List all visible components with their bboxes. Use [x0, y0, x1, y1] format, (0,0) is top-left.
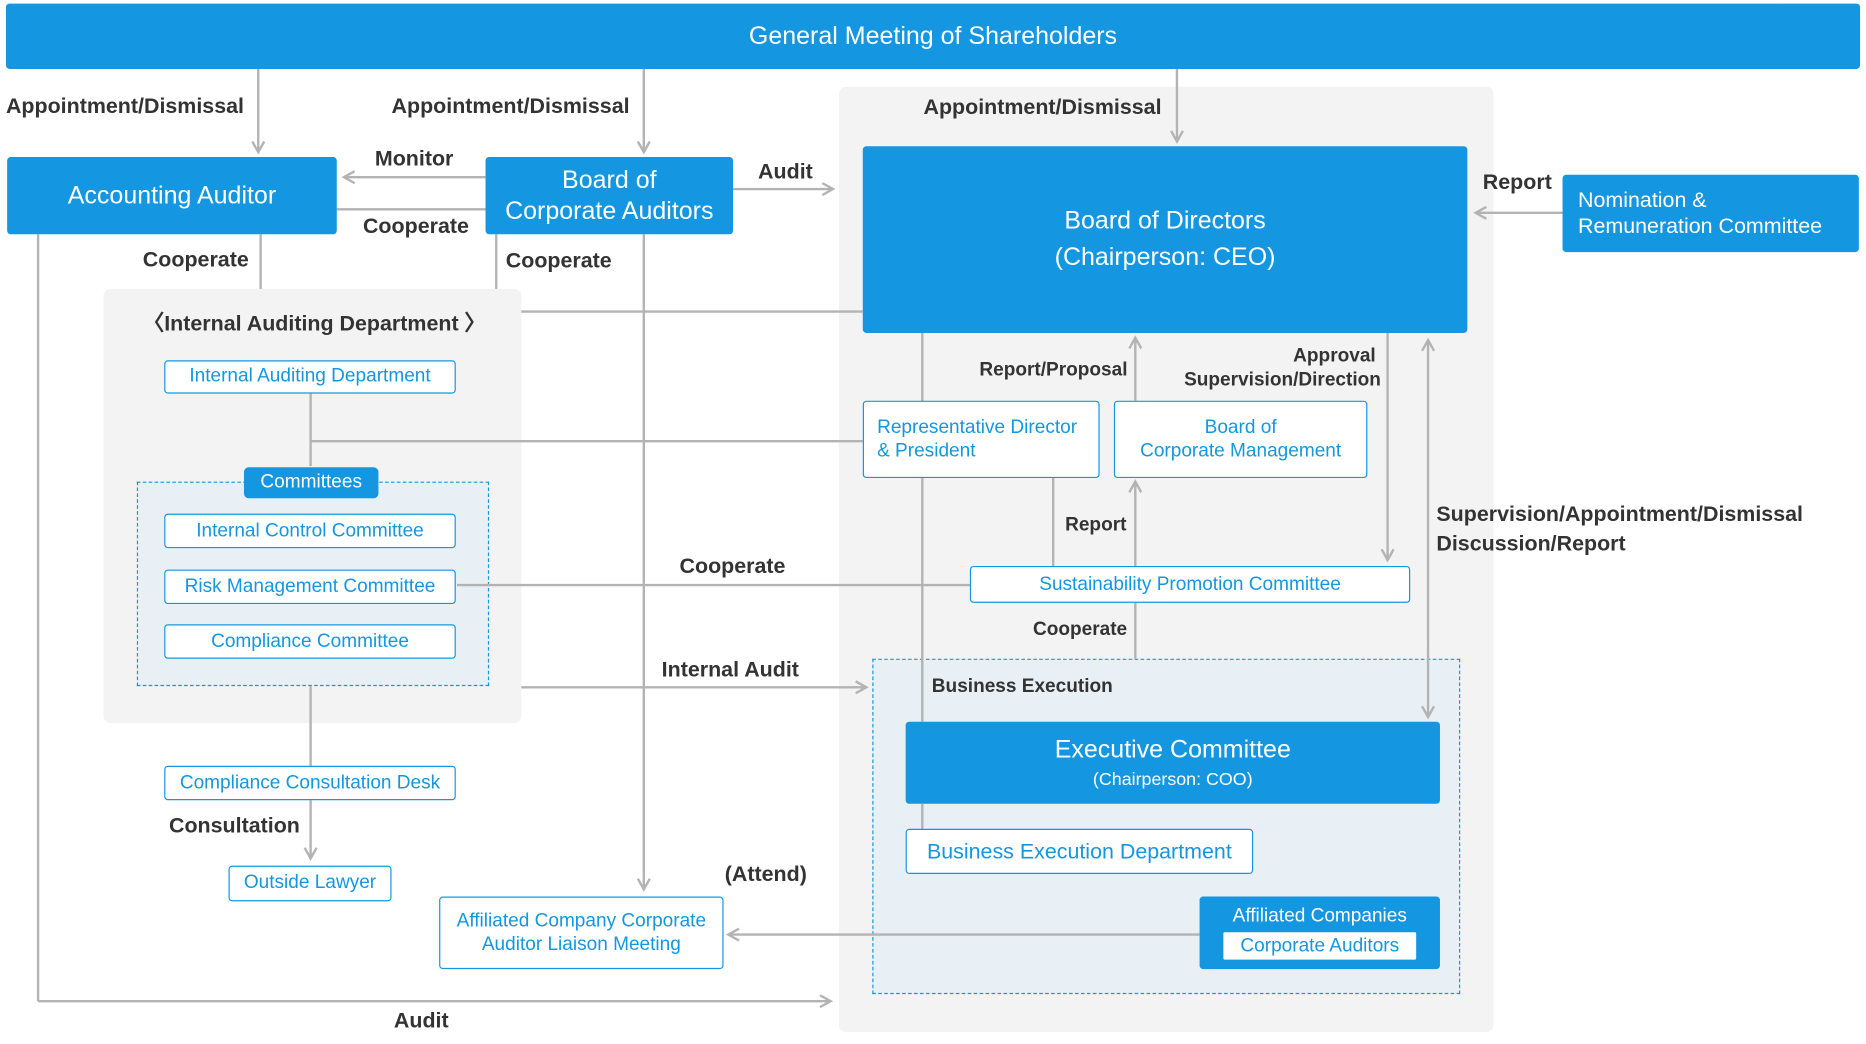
risk-management-committee-box: Risk Management Committee — [164, 569, 456, 605]
liaison-line1: Affiliated Company Corporate — [456, 911, 707, 932]
attend-label: (Attend) — [724, 862, 807, 886]
cooperate-sustainability-label: Cooperate — [1032, 619, 1128, 640]
internal-auditing-department-box: Internal Auditing Department — [164, 360, 456, 394]
corporate-auditors-line1: Board of — [562, 166, 657, 195]
report-mid-label: Report — [1065, 514, 1127, 536]
nomination-line1: Nomination & — [1578, 187, 1707, 212]
cooperate-left-label: Cooperate — [142, 247, 249, 272]
cooperate-center-label: Cooperate — [679, 554, 786, 578]
compliance-committee-box: Compliance Committee — [164, 624, 456, 659]
internal-control-committee-label: Internal Control Committee — [196, 520, 424, 541]
rep-director-line2: & President — [877, 440, 976, 461]
sustainability-committee-label: Sustainability Promotion Committee — [1039, 573, 1341, 594]
nomination-line2: Remuneration Committee — [1578, 213, 1823, 238]
shareholders-label: General Meeting of Shareholders — [748, 21, 1118, 50]
compliance-committee-label: Compliance Committee — [211, 630, 409, 652]
affiliated-companies-box: Affiliated Companies Corporate Auditors — [1199, 896, 1440, 970]
shareholders-box: General Meeting of Shareholders — [5, 3, 1861, 69]
compliance-consultation-desk-label: Compliance Consultation Desk — [179, 772, 441, 793]
consultation-label: Consultation — [168, 813, 300, 838]
appointment-label-right: Appointment/Dismissal — [923, 95, 1162, 119]
affiliated-companies-label: Affiliated Companies — [1232, 905, 1407, 927]
rep-director-line1: Representative Director — [877, 417, 1078, 438]
representative-director-box: Representative Director & President — [862, 400, 1100, 479]
business-execution-department-label: Business Execution Department — [926, 838, 1232, 863]
internal-auditing-department-label: Internal Auditing Department — [189, 366, 431, 387]
appointment-label-middle: Appointment/Dismissal — [391, 93, 630, 118]
monitor-label: Monitor — [374, 146, 454, 171]
sustainability-committee-box: Sustainability Promotion Committee — [969, 565, 1411, 603]
supervision-direction-label: Supervision/Direction — [1184, 369, 1381, 391]
outside-lawyer-box: Outside Lawyer — [228, 865, 392, 902]
supervision-label-line1: Supervision/Appointment/Dismissal — [1436, 501, 1804, 526]
supervision-label-line2: Discussion/Report — [1436, 531, 1626, 556]
board-of-directors-box: Board of Directors (Chairperson: CEO) — [862, 146, 1468, 333]
internal-audit-label: Internal Audit — [661, 657, 799, 682]
corporate-auditors-box: Board of Corporate Auditors — [485, 156, 734, 235]
liaison-meeting-box: Affiliated Company Corporate Auditor Lia… — [439, 896, 724, 970]
committees-tag: Committees — [243, 467, 379, 499]
internal-audit-panel-title: 〈Internal Auditing Department 〉 — [142, 311, 486, 336]
liaison-line2: Auditor Liaison Meeting — [481, 934, 681, 955]
risk-management-committee-label: Risk Management Committee — [184, 576, 436, 597]
nomination-committee-box: Nomination & Remuneration Committee — [1562, 174, 1859, 253]
appointment-label-left: Appointment/Dismissal — [5, 93, 244, 118]
board-of-directors-line1: Board of Directors — [1064, 206, 1266, 235]
board-of-corporate-management-box: Board of Corporate Management — [1113, 400, 1368, 479]
business-execution-label: Business Execution — [931, 676, 1113, 697]
board-of-directors-line2: (Chairperson: CEO) — [1054, 243, 1276, 271]
report-proposal-label: Report/Proposal — [979, 360, 1128, 381]
business-execution-department-box: Business Execution Department — [905, 828, 1254, 874]
approval-label: Approval — [1293, 346, 1376, 367]
report-nomination-label: Report — [1482, 170, 1552, 194]
audit-top-label: Audit — [758, 159, 813, 184]
corporate-auditors-line2: Corporate Auditors — [505, 196, 714, 225]
accounting-auditor-box: Accounting Auditor — [7, 156, 337, 235]
cooperate-middle-label: Cooperate — [505, 248, 612, 273]
affiliated-corporate-auditors-tag: Corporate Auditors — [1222, 931, 1418, 961]
cooperate-auditors-label: Cooperate — [362, 214, 469, 238]
internal-control-committee-box: Internal Control Committee — [164, 513, 456, 549]
executive-committee-box: Executive Committee (Chairperson: COO) — [905, 721, 1440, 804]
audit-bottom-label: Audit — [393, 1008, 449, 1033]
committees-tag-label: Committees — [260, 472, 362, 493]
executive-chair-label: (Chairperson: COO) — [1092, 768, 1253, 790]
accounting-auditor-label: Accounting Auditor — [67, 181, 277, 209]
outside-lawyer-label: Outside Lawyer — [243, 872, 377, 893]
board-mgmt-line2: Corporate Management — [1140, 440, 1342, 461]
executive-committee-label: Executive Committee — [1054, 736, 1291, 764]
compliance-consultation-desk-box: Compliance Consultation Desk — [164, 765, 456, 801]
board-mgmt-line1: Board of — [1204, 417, 1277, 438]
